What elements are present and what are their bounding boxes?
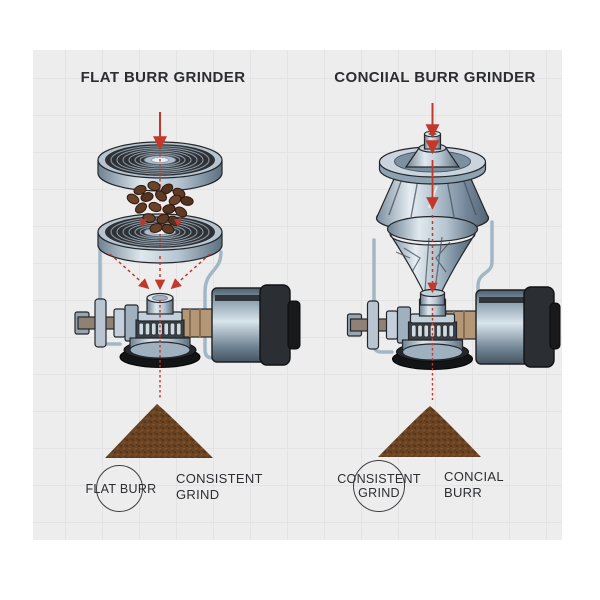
- conical-grind-badge-label: CONSISTENT GRIND: [337, 472, 421, 500]
- conical-burr-caption-line2: BURR: [444, 485, 483, 500]
- flat-motor: [181, 284, 291, 366]
- flat-burr-title: FLAT BURR GRINDER: [80, 69, 246, 86]
- flat-burr-badge-circle: [96, 465, 143, 512]
- conical-burr-caption: CONCIAL BURR: [444, 469, 504, 501]
- conical-ground-coffee-pile: [378, 406, 481, 457]
- flat-ground-coffee-pile: [105, 404, 213, 458]
- flat-grind-caption-line2: GRIND: [176, 487, 220, 502]
- flat-grind-caption: CONSISTENT GRIND: [176, 471, 263, 503]
- conical-burr-illustration: [346, 103, 561, 457]
- flat-burr-badge-text: FLAT BURR: [85, 482, 157, 496]
- conical-burr-assembly: [375, 130, 490, 306]
- grind-tick-arrow-icons: [139, 219, 182, 227]
- coffee-beans: [126, 181, 194, 235]
- conical-motor-end-cap: [549, 302, 561, 350]
- conical-grind-badge-circle: [353, 460, 405, 512]
- flat-grind-caption-line1: CONSISTENT: [176, 471, 263, 486]
- conical-grind-badge-line1: CONSISTENT: [337, 472, 421, 486]
- conical-burr-caption-line1: CONCIAL: [444, 469, 504, 484]
- flat-motor-end-cap: [287, 300, 301, 350]
- flat-burr-illustration: [74, 112, 301, 458]
- flat-burr-badge-label: FLAT BURR: [86, 482, 157, 496]
- flat-grind-flow-arrow-icons: [109, 253, 211, 291]
- diagram-panel: [33, 50, 562, 540]
- conical-grind-badge-line2: GRIND: [358, 486, 400, 500]
- conical-burr-title: CONCIIAL BURR GRINDER: [334, 69, 536, 86]
